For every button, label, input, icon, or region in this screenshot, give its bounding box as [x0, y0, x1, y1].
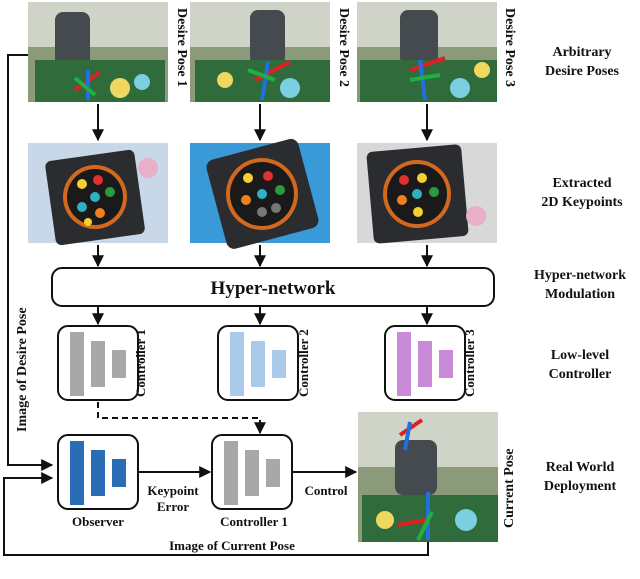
- controller-2-label: Controller 2: [296, 329, 311, 397]
- arrow-current-pose-feedback: [3, 472, 429, 556]
- observer-label: Observer: [72, 514, 124, 529]
- dashed-arrow-selected-controller: [97, 402, 266, 435]
- deploy-controller-block: [211, 434, 293, 510]
- stage-real-line1: Real World: [546, 460, 615, 475]
- controller-3-block: [384, 325, 466, 401]
- desire-pose-2-label: Desire Pose 2: [336, 8, 351, 87]
- desire-pose-1-label: Desire Pose 1: [174, 8, 189, 87]
- arrow-desire-pose-image: [7, 54, 54, 471]
- stage-hyper-line1: Hyper-network: [534, 268, 626, 283]
- stage-real-line2: Deployment: [544, 479, 617, 494]
- stage-arbitrary-line2: Desire Poses: [545, 64, 620, 79]
- stage-extracted-line2: 2D Keypoints: [541, 195, 623, 210]
- keypoints-image-1: [28, 143, 168, 246]
- current-pose-label: Current Pose: [502, 449, 517, 528]
- desire-pose-3-label: Desire Pose 3: [502, 8, 517, 87]
- stage-hyper-line2: Modulation: [545, 287, 615, 302]
- observer-block: [57, 434, 139, 510]
- hyper-network-box: [51, 267, 495, 307]
- stage-arbitrary-line1: Arbitrary: [552, 45, 611, 60]
- keypoints-image-2: [190, 138, 330, 249]
- current-pose-photo: [358, 412, 498, 542]
- robot-photo-3: [357, 2, 497, 102]
- robot-photo-1: [28, 2, 168, 102]
- keypoints-image-3: [357, 143, 497, 244]
- controller-1-block: [57, 325, 139, 401]
- image-desire-pose-label: Image of Desire Pose: [15, 307, 30, 432]
- control-label: Control: [304, 483, 347, 498]
- controller-1-label: Controller 1: [133, 329, 148, 397]
- hyper-network-label: Hyper-network: [211, 278, 336, 299]
- robot-photo-2: [190, 2, 330, 102]
- stage-lowlevel-line2: Controller: [549, 367, 612, 382]
- stage-lowlevel-line1: Low-level: [551, 348, 609, 363]
- keypoint-error-label-line2: Error: [157, 499, 189, 514]
- image-current-pose-label: Image of Current Pose: [169, 538, 295, 553]
- controller-2-block: [217, 325, 299, 401]
- controller-3-label: Controller 3: [462, 329, 477, 397]
- stage-extracted-line1: Extracted: [552, 176, 611, 191]
- keypoint-error-label-line1: Keypoint: [147, 483, 199, 498]
- deploy-controller-label: Controller 1: [220, 514, 288, 529]
